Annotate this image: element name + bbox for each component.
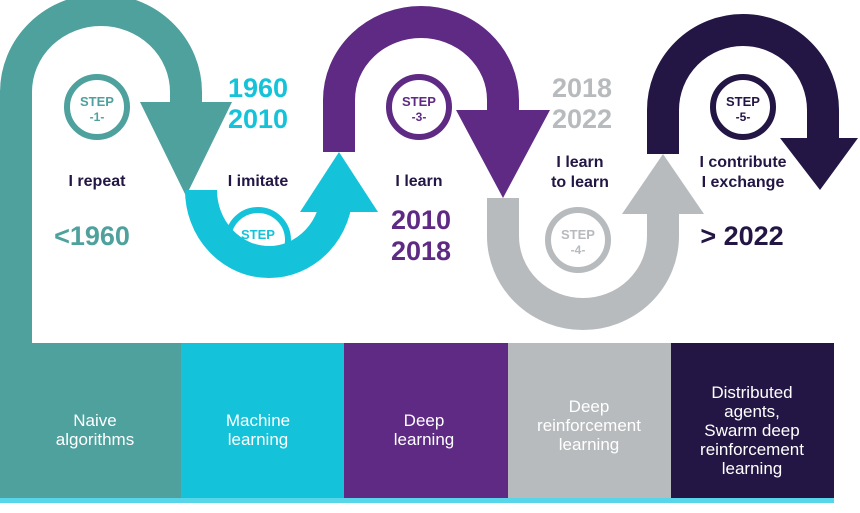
step-5-word: STEP — [726, 94, 760, 109]
teal-arrowhead — [140, 102, 232, 196]
navy-arc — [647, 14, 839, 154]
action-label-2: I imitate — [228, 173, 289, 190]
purple-arc — [323, 6, 519, 152]
step-3-word: STEP — [402, 94, 436, 109]
action-label-3: I learn — [395, 173, 442, 190]
period-label-2-line2: 2010 — [228, 104, 288, 134]
path-segment-4 — [487, 154, 704, 330]
step-2-word: STEP — [241, 227, 275, 242]
period-label-2-line1: 1960 — [228, 73, 288, 103]
action-label-5-line2: I exchange — [702, 174, 785, 191]
step-3-number: -3- — [412, 110, 427, 124]
period-label-3-line1: 2010 — [391, 205, 451, 235]
period-label-5: > 2022 — [700, 221, 783, 251]
period-label-4-line2: 2022 — [552, 104, 612, 134]
step-4-word: STEP — [561, 227, 595, 242]
gray-arrowhead — [622, 154, 704, 214]
step-2-number: -2- — [251, 243, 266, 257]
period-label-3-line2: 2018 — [391, 236, 451, 266]
teal-arc — [0, 0, 202, 104]
path-segment-2 — [185, 152, 378, 278]
path-segment-5 — [647, 14, 858, 190]
purple-arrowhead — [456, 110, 550, 198]
period-label-1: <1960 — [54, 221, 130, 251]
teal-vertical-bar — [0, 90, 32, 350]
action-label-1: I repeat — [69, 173, 127, 190]
step-1-word: STEP — [80, 94, 114, 109]
step-circle-5: STEP -5- — [710, 74, 776, 140]
action-label-4-line2: to learn — [551, 174, 609, 191]
step-4-number: -4- — [571, 243, 586, 257]
period-label-4-line1: 2018 — [552, 73, 612, 103]
bottom-divider-line — [0, 498, 834, 503]
cyan-arrowhead — [300, 152, 378, 212]
action-label-4-line1: I learn — [556, 154, 603, 171]
gray-arc — [487, 198, 679, 330]
step-circle-2: STEP -2- — [225, 207, 291, 273]
step-circle-3: STEP -3- — [386, 74, 452, 140]
step-circle-1: STEP -1- — [64, 74, 130, 140]
cyan-arc — [185, 189, 353, 278]
path-segment-1 — [0, 0, 232, 350]
step-5-number: -5- — [736, 110, 751, 124]
action-label-5-line1: I contribute — [699, 154, 786, 171]
step-1-number: -1- — [90, 110, 105, 124]
step-circle-4: STEP -4- — [545, 207, 611, 273]
path-segment-3 — [323, 6, 550, 198]
navy-arrowhead — [780, 138, 858, 190]
